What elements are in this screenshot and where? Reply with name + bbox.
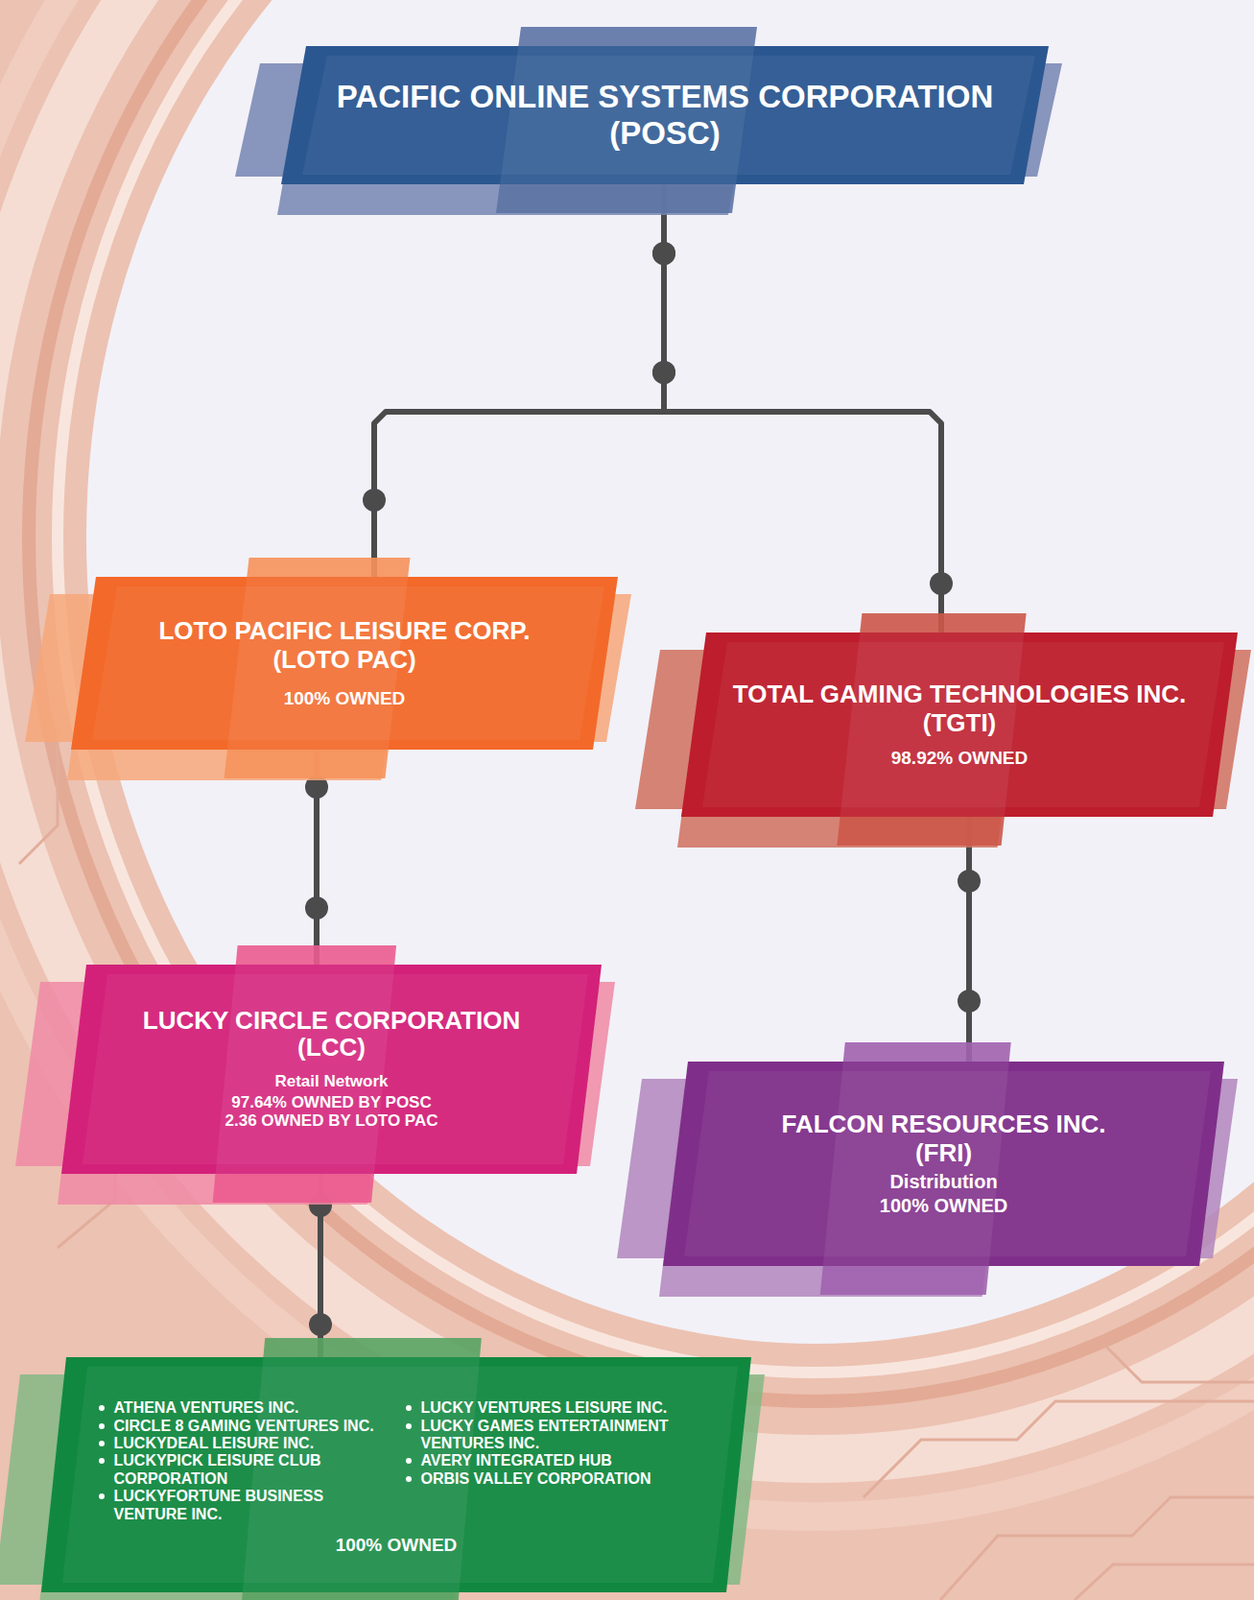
subsidiary-name: ATHENA VENTURES INC.: [114, 1398, 300, 1417]
list-column: LUCKY VENTURES LEISURE INC.LUCKY GAMES E…: [405, 1398, 695, 1523]
subsidiary-name: LUCKY GAMES ENTERTAINMENT VENTURES INC.: [421, 1417, 695, 1453]
connector-dot: [929, 571, 953, 595]
bullet-dot: [405, 1457, 412, 1464]
company-box: LOTO PACIFIC LEISURE CORP. (LOTO PAC) 100…: [70, 576, 618, 750]
connector-dot: [652, 360, 676, 384]
list-item: CIRCLE 8 GAMING VENTURES INC.: [98, 1417, 393, 1435]
subsidiary-name: LUCKYFORTUNE BUSINESS VENTURE INC.: [114, 1487, 393, 1523]
bullet-dot: [405, 1475, 412, 1482]
company-box: LUCKY CIRCLE CORPORATION (LCC) Retail Net…: [61, 964, 602, 1174]
company-note: 97.64% OWNED BY POSC: [231, 1092, 431, 1113]
box-layer: [82, 973, 589, 1164]
company-box: FALCON RESOURCES INC. (FRI)Distribution1…: [662, 1061, 1225, 1266]
list-item: AVERY INTEGRATED HUB: [405, 1451, 695, 1469]
company-note: Distribution: [889, 1170, 997, 1193]
list-item: LUCKYPICK LEISURE CLUB CORPORATION: [98, 1451, 393, 1488]
bullet-dot: [98, 1492, 105, 1499]
connector-dot: [305, 896, 329, 920]
company-note: 100% OWNED: [879, 1194, 1008, 1217]
subsidiary-name: AVERY INTEGRATED HUB: [421, 1451, 613, 1469]
company-note: 100% OWNED: [283, 687, 406, 710]
subsidiaries-box: ATHENA VENTURES INC.CIRCLE 8 GAMING VENT…: [41, 1356, 752, 1592]
company-name: PACIFIC ONLINE SYSTEMS CORPORATION (POSC…: [309, 78, 1020, 152]
ownership-connector: [374, 184, 664, 577]
company-name: FALCON RESOURCES INC. (FRI): [766, 1110, 1122, 1168]
box-layer: [70, 576, 618, 750]
list-column: ATHENA VENTURES INC.CIRCLE 8 GAMING VENT…: [98, 1398, 393, 1523]
list-item: LUCKY VENTURES LEISURE INC.: [405, 1398, 695, 1417]
subsidiary-name: CIRCLE 8 GAMING VENTURES INC.: [114, 1417, 375, 1435]
background-arc: [0, 0, 1254, 1516]
box-layer: [681, 632, 1238, 817]
box-layer: [62, 1366, 738, 1583]
connector-dot: [957, 989, 981, 1013]
subsidiary-name: ORBIS VALLEY CORPORATION: [421, 1469, 652, 1488]
box-layer: [92, 586, 605, 740]
company-note: 2.36 OWNED BY LOTO PAC: [225, 1111, 439, 1131]
box-layer: [662, 1061, 1225, 1266]
bullet-dot: [98, 1422, 105, 1429]
bullet-dot: [98, 1440, 105, 1446]
connector-dot: [362, 488, 386, 512]
connector-dot: [957, 869, 981, 893]
subsidiary-name: LUCKY VENTURES LEISURE INC.: [421, 1398, 668, 1417]
company-name: LOTO PACIFIC LEISURE CORP. (LOTO PAC): [118, 616, 570, 675]
bullet-dot: [405, 1404, 412, 1411]
connector-dot: [652, 360, 676, 384]
bullet-dot: [98, 1457, 105, 1464]
box-shape: [61, 964, 602, 1174]
list-item: LUCKYDEAL LEISURE INC.: [98, 1434, 393, 1452]
subsidiary-name: LUCKYDEAL LEISURE INC.: [114, 1434, 315, 1452]
ownership-connector: [966, 816, 972, 1062]
subsidiary-name: LUCKYPICK LEISURE CLUB CORPORATION: [114, 1451, 393, 1488]
box-layer: [41, 1356, 752, 1592]
company-note: 98.92% OWNED: [891, 747, 1029, 769]
company-note: Retail Network: [274, 1071, 388, 1091]
company-name: TOTAL GAMING TECHNOLOGIES INC. (TGTI): [724, 680, 1195, 738]
list-item: LUCKY GAMES ENTERTAINMENT VENTURES INC.: [405, 1417, 695, 1453]
bullet-dot: [98, 1404, 105, 1411]
box-layer: [281, 46, 1049, 185]
background-arc: [0, 0, 1254, 1459]
connector-dot: [652, 241, 676, 265]
list-columns: ATHENA VENTURES INC.CIRCLE 8 GAMING VENT…: [98, 1398, 695, 1523]
ownership-note: 100% OWNED: [335, 1534, 458, 1556]
company-box: PACIFIC ONLINE SYSTEMS CORPORATION (POSC…: [281, 46, 1049, 185]
list-item: ATHENA VENTURES INC.: [98, 1398, 393, 1417]
ownership-connector: [663, 184, 942, 633]
circuit-lines: [19, 729, 1254, 1600]
bullet-dot: [405, 1422, 412, 1429]
list-item: LUCKYFORTUNE BUSINESS VENTURE INC.: [98, 1487, 393, 1523]
company-name: LUCKY CIRCLE CORPORATION (LCC): [125, 1007, 539, 1061]
list-item: ORBIS VALLEY CORPORATION: [405, 1469, 695, 1488]
box-layer: [61, 964, 602, 1174]
background-arc: [28, 0, 1254, 1401]
background-arc: [57, 0, 1254, 1373]
box-layer: [684, 1070, 1211, 1256]
connector-dot: [652, 241, 676, 265]
connector-dot: [308, 1312, 332, 1336]
box-layer: [302, 55, 1036, 175]
company-box: TOTAL GAMING TECHNOLOGIES INC. (TGTI) 98.…: [681, 632, 1238, 817]
box-layer: [702, 641, 1225, 807]
